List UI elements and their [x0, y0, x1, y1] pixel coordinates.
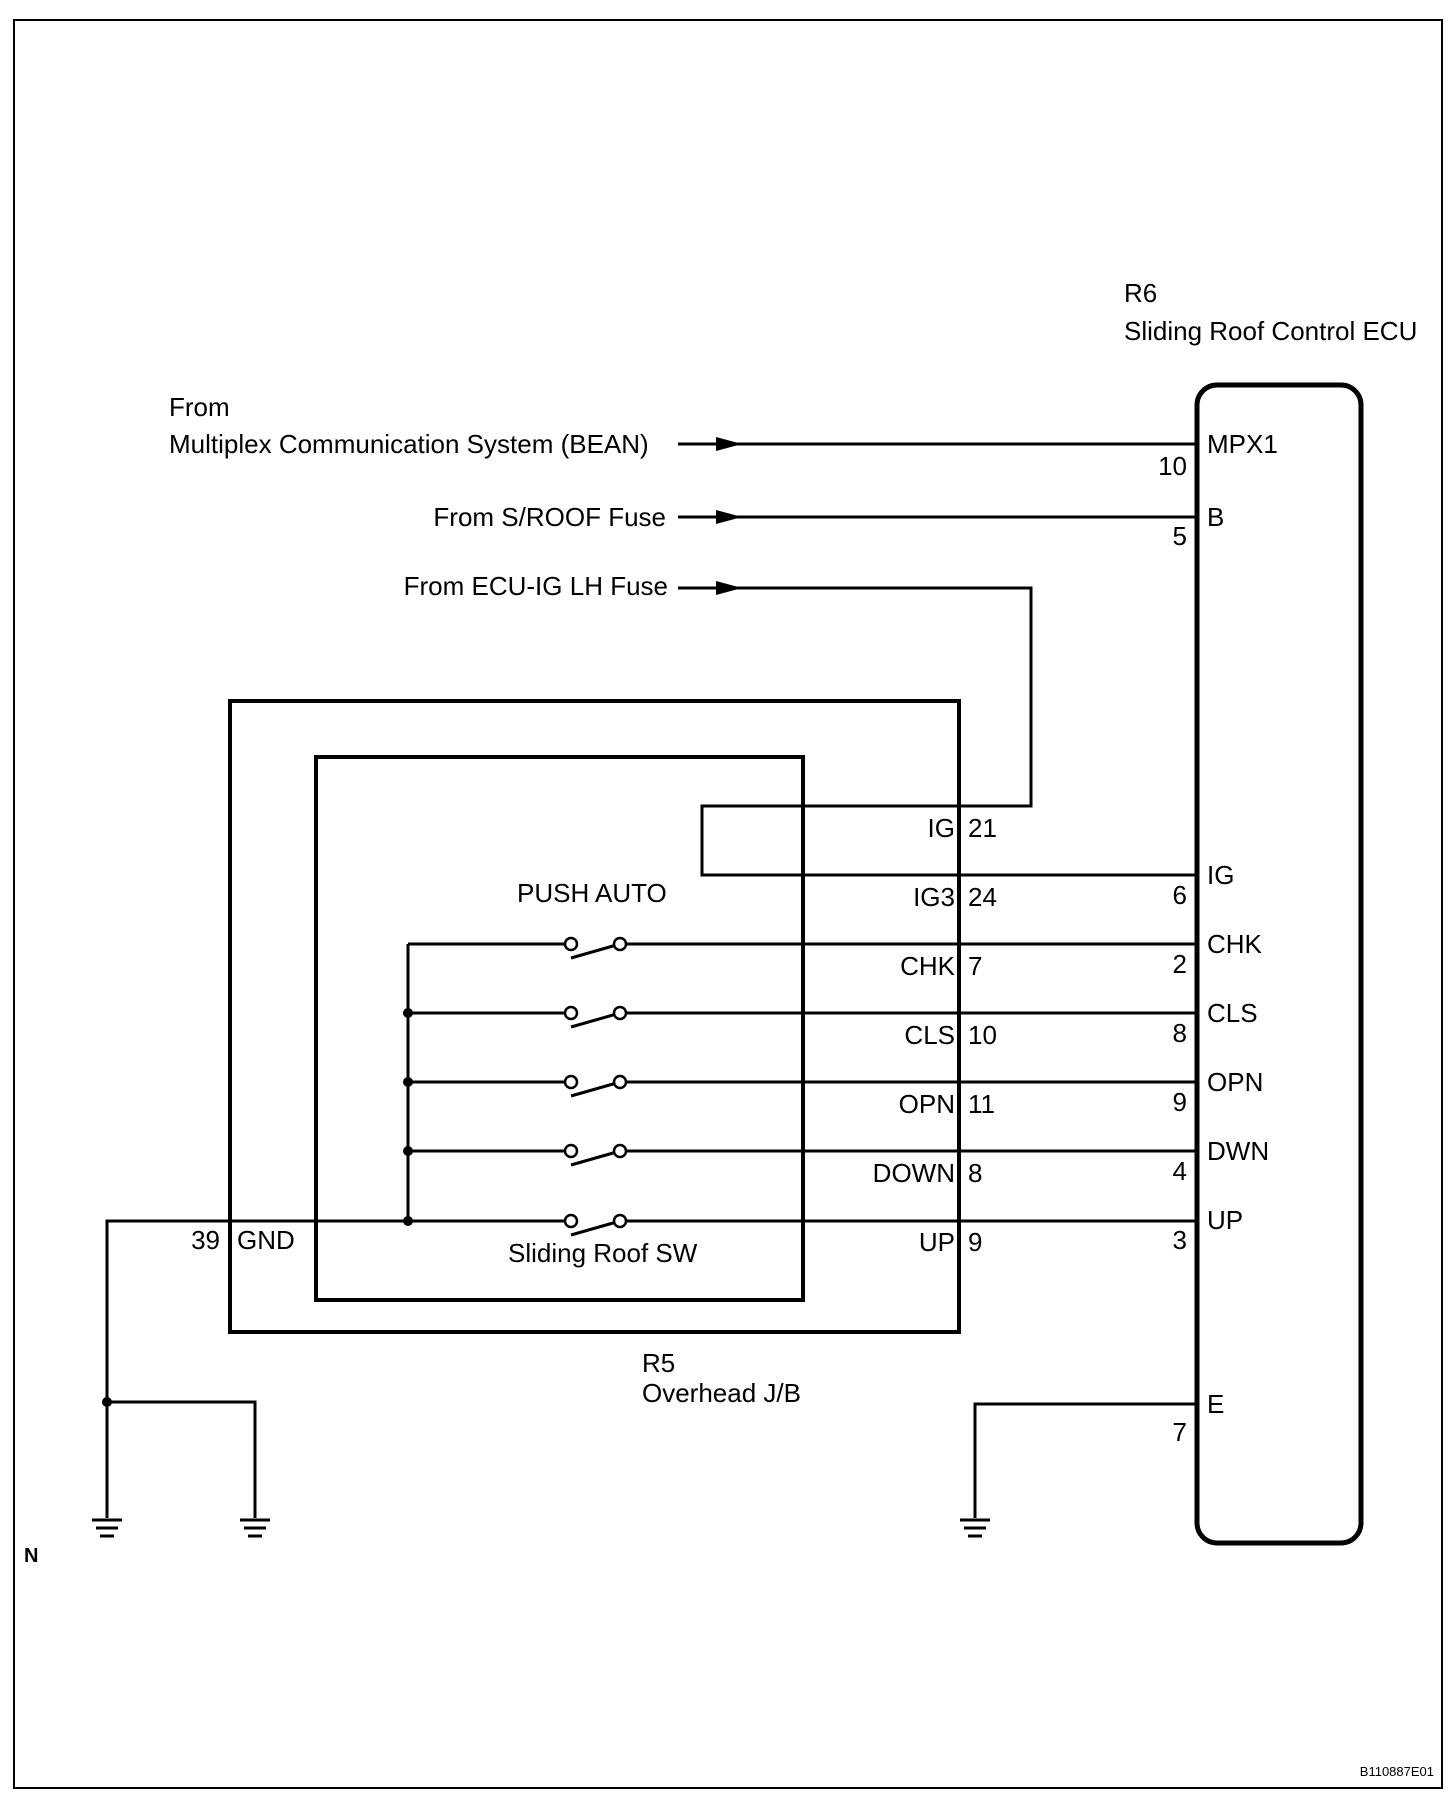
ecu-pin-label: E — [1207, 1389, 1224, 1419]
ig-loop-wire — [700, 804, 959, 877]
ecu-body — [1194, 382, 1364, 1546]
jb-pin-num: 8 — [968, 1158, 982, 1188]
gnd-branch-wire — [107, 1400, 257, 1518]
ecu-id: R6 — [1124, 278, 1157, 308]
switch-name: Sliding Roof SW — [508, 1238, 698, 1268]
jb-pin-label: DOWN — [873, 1158, 955, 1188]
jb-pin-num: 10 — [968, 1020, 997, 1050]
jb-pin-num: 24 — [968, 882, 997, 912]
ecu-pin-num: 4 — [1173, 1156, 1187, 1186]
ecu-pin-num: 2 — [1173, 949, 1187, 979]
ground-icon — [960, 1518, 990, 1538]
jb-pin-label: IG3 — [913, 882, 955, 912]
e-wire — [973, 1402, 1197, 1518]
ecu-pin-label: IG — [1207, 860, 1234, 890]
bean-source-line1: From — [169, 392, 230, 422]
ecu-pin-label: OPN — [1207, 1067, 1263, 1097]
corner-mark: N — [24, 1545, 38, 1567]
opn-switch-icon — [563, 1074, 628, 1098]
jb-name: Overhead J/B — [642, 1378, 801, 1408]
ecu-pin-label: CHK — [1207, 929, 1263, 959]
jb-pin-num: 21 — [968, 813, 997, 843]
jb-pin-label: IG — [928, 813, 955, 843]
ecu-pin-label: MPX1 — [1207, 429, 1278, 459]
ecu-ig-arrow-icon — [716, 581, 742, 595]
ecu-pin-num: 3 — [1173, 1225, 1187, 1255]
chk-switch-icon — [563, 936, 628, 960]
junction-block-box — [228, 699, 961, 1334]
mpx1-arrow-icon — [716, 437, 742, 451]
sroof-source-label: From S/ROOF Fuse — [433, 502, 666, 532]
dwn-switch-icon — [563, 1143, 628, 1167]
b-arrow-icon — [716, 510, 742, 524]
ground-icon — [92, 1518, 122, 1538]
junction-dot — [403, 1146, 413, 1156]
gnd-pin-num: 39 — [191, 1225, 220, 1255]
bean-source-label: Multiplex Communication System (BEAN) — [169, 429, 649, 459]
ecu-pin-num: 6 — [1173, 880, 1187, 910]
ecu-pin-label: DWN — [1207, 1136, 1269, 1166]
jb-pin-num: 9 — [968, 1227, 982, 1257]
ecu-pin-num: 7 — [1173, 1417, 1187, 1447]
ecu-pin-label: CLS — [1207, 998, 1258, 1028]
cls-switch-icon — [563, 1005, 628, 1029]
jb-pin-label: CHK — [900, 951, 956, 981]
ecu-ig-source-label: From ECU-IG LH Fuse — [404, 571, 668, 601]
push-auto-label: PUSH AUTO — [517, 878, 667, 908]
jb-pin-label: CLS — [904, 1020, 955, 1050]
jb-pin-num: 7 — [968, 951, 982, 981]
jb-pin-num: 11 — [968, 1089, 995, 1119]
ground-icon — [240, 1518, 270, 1538]
ecu-ig-wire — [678, 586, 1033, 808]
gnd-pin-label: GND — [237, 1225, 295, 1255]
ecu-pin-label: B — [1207, 502, 1224, 532]
jb-id: R5 — [642, 1348, 675, 1378]
junction-dot — [403, 1008, 413, 1018]
gnd-wire — [105, 1219, 408, 1518]
ecu-pin-num: 5 — [1173, 521, 1187, 551]
ecu-pin-label: UP — [1207, 1205, 1243, 1235]
switch-box — [314, 755, 805, 1302]
ecu-pin-num: 8 — [1173, 1018, 1187, 1048]
ecu-pin-num: 9 — [1173, 1087, 1187, 1117]
doc-code: B110887E01 — [1360, 1764, 1434, 1779]
diagram-frame — [13, 19, 1443, 1789]
junction-dot — [403, 1077, 413, 1087]
jb-pin-label: UP — [919, 1227, 955, 1257]
ecu-name: Sliding Roof Control ECU — [1124, 316, 1417, 346]
up-switch-icon — [563, 1213, 628, 1237]
ecu-pin-num: 10 — [1158, 451, 1187, 481]
jb-pin-label: OPN — [899, 1089, 955, 1119]
